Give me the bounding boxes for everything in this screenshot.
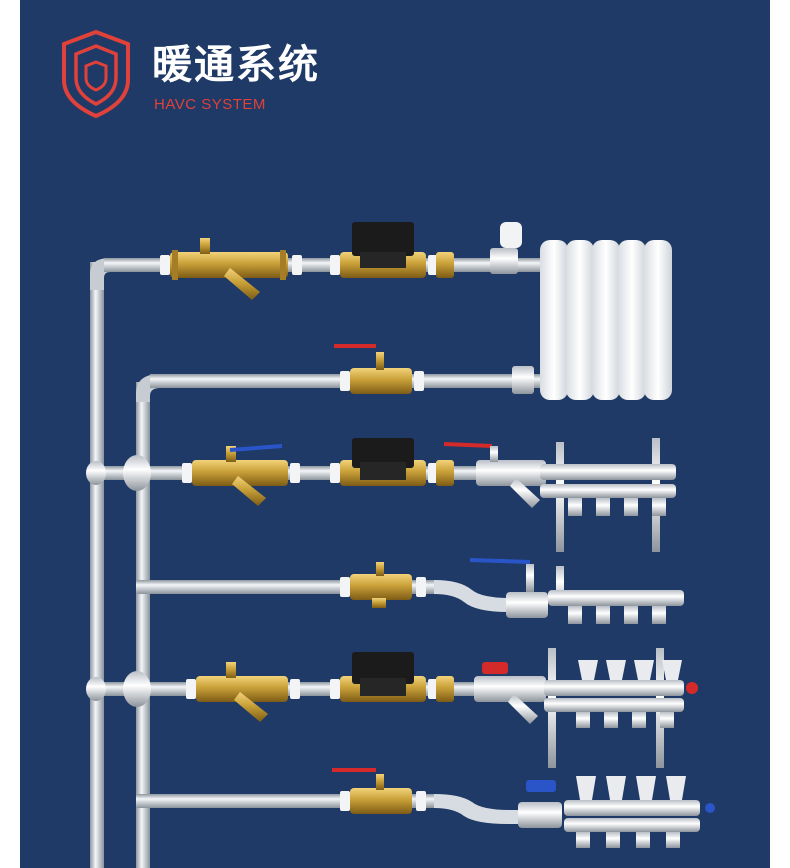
havc-system-panel: 暖通系统 HAVC SYSTEM [20, 0, 770, 868]
manifold [564, 776, 715, 848]
radiator [540, 240, 672, 400]
tee-junction [123, 671, 151, 707]
tee-junction [86, 461, 106, 485]
heat-meter [340, 438, 426, 486]
brass-fitting [436, 460, 454, 486]
ball-valve [518, 780, 562, 828]
heat-meter [340, 222, 426, 278]
ball-valve [474, 662, 546, 724]
heating-system-diagram [20, 0, 770, 868]
riser-pipe-outer [90, 262, 104, 868]
tee-junction [123, 455, 151, 491]
manifold [540, 438, 676, 552]
brass-fitting [436, 676, 454, 702]
manifold [544, 648, 698, 768]
y-strainer [170, 238, 288, 300]
y-strainer [192, 446, 288, 506]
radiator-valve [490, 222, 534, 394]
tee-junction [86, 677, 106, 701]
balancing-valve [350, 562, 412, 608]
pipe-collars [160, 255, 438, 811]
manifold [548, 566, 684, 624]
brass-fitting [436, 252, 454, 278]
heat-meter [340, 652, 426, 702]
y-strainer [196, 662, 288, 722]
